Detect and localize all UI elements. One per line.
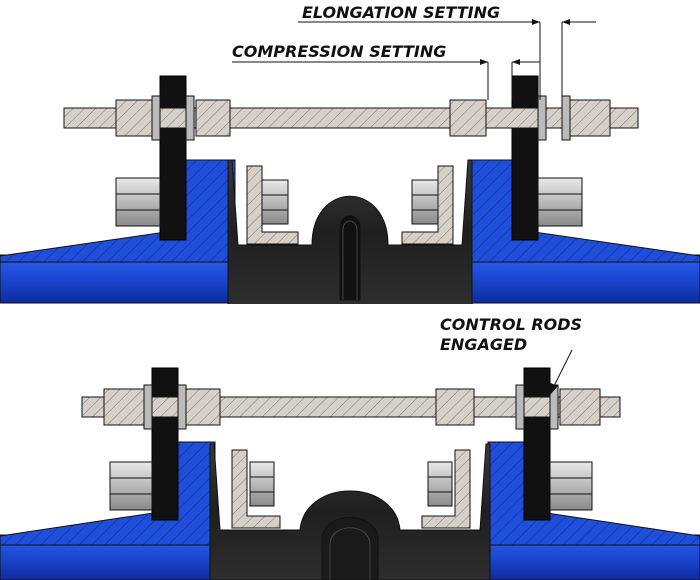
top-right-retaining-ring xyxy=(401,165,454,245)
top-left-pipe xyxy=(0,254,236,304)
bottom-left-rod-plate xyxy=(151,367,179,521)
bottom-right-retaining-ring xyxy=(421,449,471,529)
top-arch-hollow xyxy=(339,215,361,301)
top-right-pipe xyxy=(467,254,700,304)
panel-divider xyxy=(0,304,700,307)
top-rod-nuts xyxy=(115,95,611,141)
control-rods-label: CONTROL RODS xyxy=(440,315,582,334)
bottom-right-plate-nut xyxy=(549,461,593,511)
top-left-plate-nut xyxy=(115,177,161,227)
bottom-rod-nuts xyxy=(103,384,601,430)
top-left-rod-plate xyxy=(159,75,187,241)
elongation-dimension xyxy=(298,19,596,100)
bottom-left-retaining-ring xyxy=(231,449,281,529)
control-rods-leader xyxy=(548,349,573,395)
bottom-control-rod xyxy=(81,396,621,418)
compression-setting-label: COMPRESSION SETTING xyxy=(232,42,446,61)
bottom-right-flange xyxy=(487,441,700,546)
bottom-assembly: CONTROL RODS ENGAGED xyxy=(0,315,700,580)
bottom-right-rod-plate xyxy=(523,367,551,521)
engaged-label: ENGAGED xyxy=(440,335,527,354)
bottom-right-flange-bolt xyxy=(427,461,453,507)
top-right-plate-nut xyxy=(537,177,583,227)
bottom-left-flange xyxy=(0,441,216,546)
top-left-flange-bolt xyxy=(261,179,289,225)
top-left-retaining-ring xyxy=(246,165,299,245)
top-right-flange-bolt xyxy=(411,179,439,225)
elongation-setting-label: ELONGATION SETTING xyxy=(302,3,500,22)
bottom-arch-hollow xyxy=(321,517,379,580)
bottom-left-plate-nut xyxy=(109,461,153,511)
bottom-left-flange-bolt xyxy=(249,461,275,507)
compression-dimension xyxy=(232,59,540,100)
top-assembly: ELONGATION SETTING COMPRESSION SETTING xyxy=(0,3,700,306)
top-right-rod-plate xyxy=(511,75,539,241)
bottom-rubber-joint xyxy=(209,443,491,580)
top-right-flange xyxy=(467,159,700,263)
